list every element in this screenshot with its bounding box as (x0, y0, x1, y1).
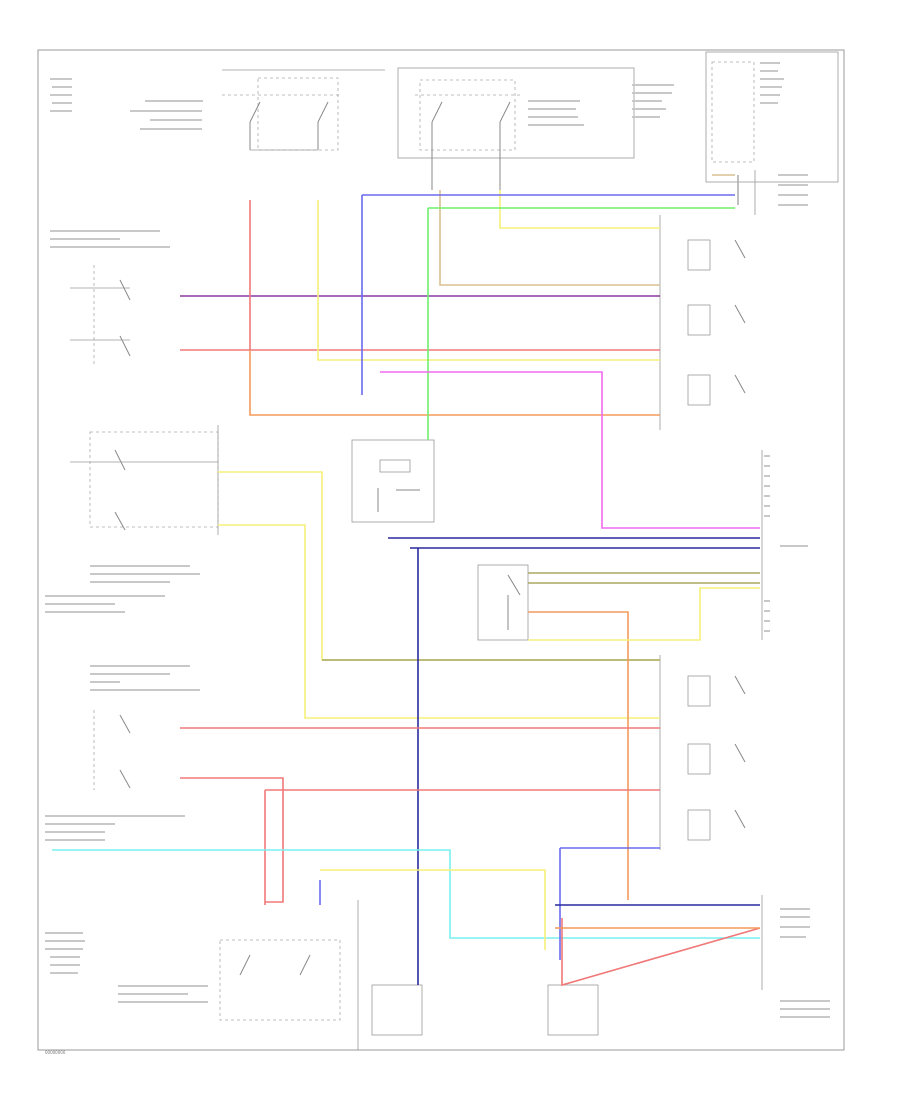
top-middle-switch-a (431, 101, 443, 190)
left-label-block-1 (50, 230, 170, 248)
wire-orange-3 (249, 350, 660, 416)
bottom-right-labels (780, 908, 830, 1018)
wire-red-31 (561, 918, 761, 987)
wire-cyan-26 (52, 849, 760, 939)
top-left-switch-b (317, 101, 329, 150)
left-switch-group-3 (93, 710, 131, 790)
top-left-switch-a (249, 101, 261, 150)
top-right-module-frame (705, 51, 839, 183)
right-sensor-2 (687, 304, 746, 336)
right-connector-top-labels (778, 174, 808, 206)
outer-border (37, 49, 845, 1051)
top-middle-frame (397, 67, 635, 159)
center-lower-relay-box (477, 564, 529, 641)
top-right-module-inner (711, 61, 755, 163)
right-lower-sensor-2 (687, 743, 746, 775)
left-switch-group-2 (70, 449, 218, 531)
left-switch-group-1 (70, 265, 131, 365)
wire-yellow-5 (499, 190, 660, 229)
wire-yellow-12 (218, 471, 660, 661)
wires (52, 174, 761, 987)
center-lower-relay (507, 574, 521, 630)
top-right-module-label-lines (760, 62, 784, 104)
top-middle-label-lines (528, 84, 674, 126)
wire-tan-6 (439, 190, 660, 286)
top-middle-switch-housing (419, 79, 516, 151)
bottom-left-sensor-box (371, 984, 423, 1036)
wire-yellow-4 (317, 200, 660, 361)
top-left-switch-housing (257, 77, 339, 151)
right-connector-pins (764, 455, 808, 632)
bottom-left-labels (45, 932, 208, 1003)
top-left-label-lines (50, 78, 203, 130)
right-sensor-3 (687, 374, 746, 406)
left-switch-group-2-frame (89, 431, 219, 528)
right-lower-sensor-1 (687, 675, 746, 707)
center-relay-box (351, 439, 435, 523)
wire-yellow-21 (528, 587, 760, 641)
left-label-block-3 (45, 665, 200, 841)
top-middle-switch-b (499, 101, 511, 190)
wire-pink-11 (380, 371, 760, 529)
center-relay (377, 459, 420, 512)
bottom-left-switches (239, 954, 311, 976)
left-label-block-2 (45, 565, 200, 613)
wire-yellow-27 (320, 869, 546, 950)
bottom-right-sensor-box (547, 984, 599, 1036)
right-sensor-1 (687, 239, 746, 271)
footer-code: 00000000 (45, 1050, 66, 1055)
bottom-left-switch-housing (219, 939, 341, 1021)
wire-orange-20 (528, 611, 629, 900)
wire-yellow-14 (218, 524, 660, 719)
right-lower-sensor-3 (687, 809, 746, 841)
wire-red-23 (180, 777, 284, 903)
